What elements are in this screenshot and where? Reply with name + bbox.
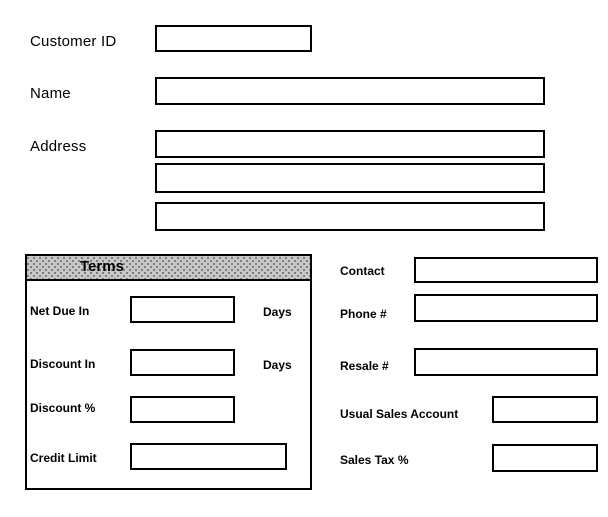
resale-number-label: Resale # [340, 359, 389, 373]
contact-input[interactable] [414, 257, 598, 283]
customer-id-input[interactable] [155, 25, 312, 52]
resale-number-input[interactable] [414, 348, 598, 376]
customer-id-label: Customer ID [30, 33, 117, 50]
phone-number-input[interactable] [414, 294, 598, 322]
net-due-in-units-label: Days [263, 305, 292, 319]
address-line3-input[interactable] [155, 202, 545, 231]
terms-group-header: Terms [27, 256, 310, 281]
usual-sales-account-input[interactable] [492, 396, 598, 423]
phone-number-label: Phone # [340, 307, 387, 321]
name-input[interactable] [155, 77, 545, 105]
discount-percent-label: Discount % [30, 401, 96, 415]
discount-in-label: Discount In [30, 357, 96, 371]
credit-limit-input[interactable] [130, 443, 287, 470]
sales-tax-percent-input[interactable] [492, 444, 598, 472]
name-label: Name [30, 85, 71, 102]
address-line1-input[interactable] [155, 130, 545, 158]
discount-percent-input[interactable] [130, 396, 235, 423]
address-line2-input[interactable] [155, 163, 545, 193]
net-due-in-input[interactable] [130, 296, 235, 323]
sales-tax-percent-label: Sales Tax % [340, 453, 409, 467]
net-due-in-label: Net Due In [30, 304, 90, 318]
discount-in-units-label: Days [263, 358, 292, 372]
credit-limit-label: Credit Limit [30, 451, 97, 465]
terms-group-title: Terms [80, 258, 124, 275]
address-label: Address [30, 138, 87, 155]
contact-label: Contact [340, 264, 385, 278]
usual-sales-account-label: Usual Sales Account [340, 407, 459, 421]
discount-in-input[interactable] [130, 349, 235, 376]
